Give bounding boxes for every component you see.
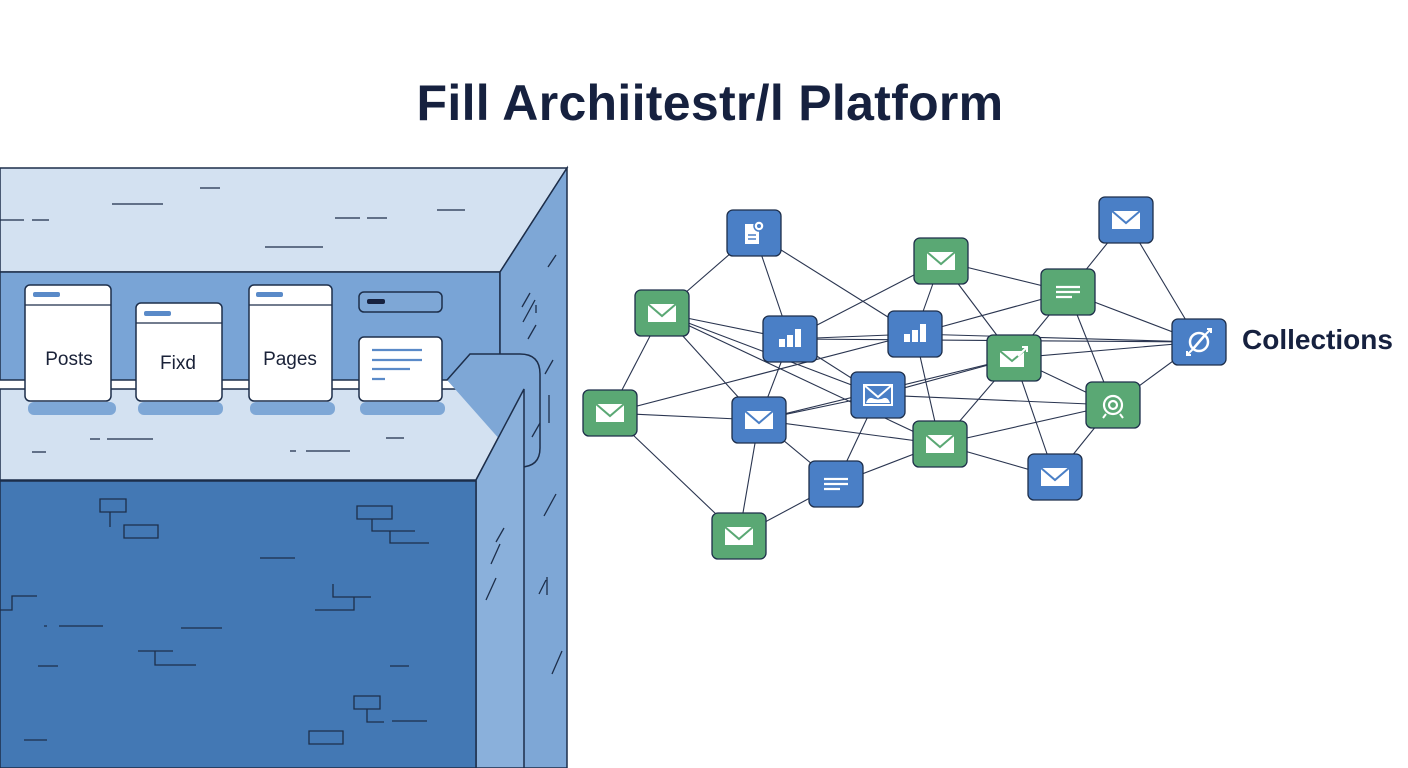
text-lines-icon (824, 477, 848, 491)
target-icon (1102, 394, 1124, 419)
mail-icon (925, 434, 955, 453)
network-node-blue[interactable] (1027, 453, 1083, 501)
network-node-blue[interactable] (850, 371, 906, 419)
network-node-blue[interactable] (887, 310, 943, 358)
document-gear-icon (745, 220, 765, 244)
card-label-fixd: Fixd (160, 353, 196, 374)
network-node-blue[interactable] (731, 396, 787, 444)
sync-icon (1186, 328, 1212, 356)
network-node-green[interactable] (913, 237, 969, 285)
building-texture (0, 187, 563, 745)
network-edge (877, 394, 1114, 406)
card-label-posts: Posts (45, 349, 93, 370)
network-node-green[interactable] (711, 512, 767, 560)
mail-icon (744, 410, 774, 429)
network-node-green[interactable] (1040, 268, 1096, 316)
building (0, 165, 569, 768)
network-node-green[interactable] (986, 334, 1042, 382)
network-node-green[interactable] (582, 389, 638, 437)
page-title: Fill Archiitestr/l Platform (416, 75, 1004, 131)
card-fixd[interactable]: Fixd (135, 302, 223, 415)
node-box (1085, 381, 1141, 429)
card-label-pages: Pages (263, 349, 317, 370)
text-lines-icon (1056, 285, 1080, 299)
mail-icon (1111, 210, 1141, 229)
card-pages[interactable]: Pages (248, 284, 335, 415)
mail-send-icon (999, 346, 1028, 367)
mail-icon (1040, 467, 1070, 486)
mail-icon (724, 526, 754, 545)
card-posts[interactable]: Posts (24, 284, 116, 415)
mail-icon (647, 303, 677, 322)
mail-inbox-icon (863, 384, 893, 406)
network-node-green[interactable] (912, 420, 968, 468)
network-node-blue[interactable] (1171, 318, 1227, 366)
network-edge (661, 312, 941, 445)
network-edge (758, 419, 941, 445)
network-edge (939, 404, 1114, 445)
building-lower-front (0, 480, 477, 768)
network-node-blue[interactable] (808, 460, 864, 508)
node-box (850, 371, 906, 419)
network-edge (914, 333, 1200, 343)
network-edge (1013, 341, 1200, 359)
network-node-blue[interactable] (1098, 196, 1154, 244)
building-upper-top (0, 167, 569, 273)
network-node-green[interactable] (634, 289, 690, 337)
mail-icon (595, 403, 625, 422)
network-node-green[interactable] (1085, 381, 1141, 429)
search-bar[interactable] (358, 291, 443, 313)
card-text-lines[interactable] (358, 336, 445, 415)
network-edge (609, 333, 916, 414)
bar-chart-icon (904, 324, 926, 342)
network-node-blue[interactable] (762, 315, 818, 363)
content-cards: Posts Fixd Pages (24, 284, 445, 415)
bar-chart-icon (779, 329, 801, 347)
collections-label: Collections (1242, 324, 1393, 355)
network-node-blue[interactable] (726, 209, 782, 257)
network-nodes (582, 196, 1227, 560)
mail-icon (926, 251, 956, 270)
